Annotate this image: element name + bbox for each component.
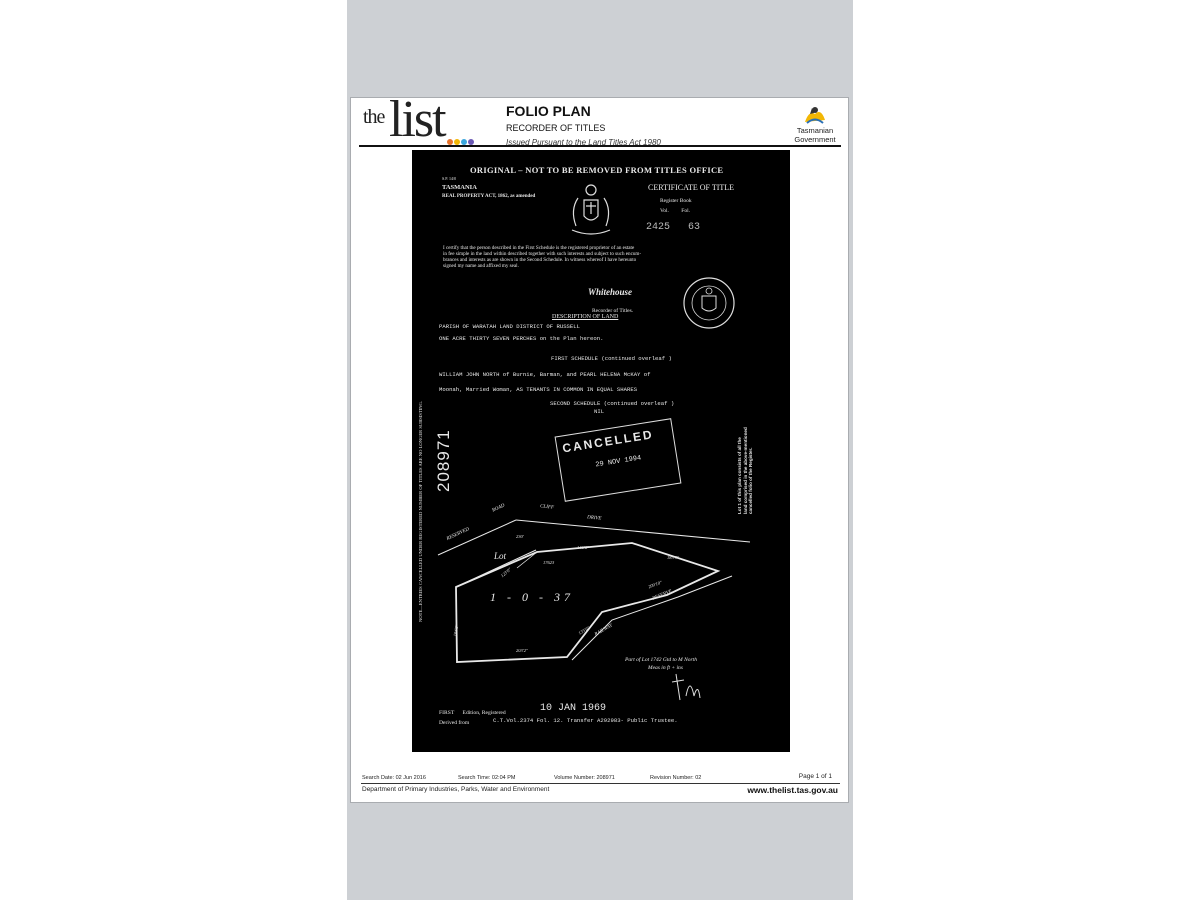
- logo-dots: [447, 139, 474, 145]
- volume-folio-number: 2425 63: [646, 222, 701, 233]
- gov-logo-line-1: Tasmanian: [796, 126, 834, 135]
- logo-list-text: list: [389, 91, 447, 148]
- plan-dimension: 146'6": [577, 545, 589, 550]
- plan-lot-area: 1 - 0 - 37: [490, 590, 574, 604]
- first-schedule-heading: FIRST SCHEDULE (continued overleaf ): [551, 355, 672, 362]
- gov-logo-line-2: Government: [794, 135, 836, 144]
- page-header: the list FOLIO PLAN RECORDER OF TITLES I…: [351, 94, 848, 150]
- certification-line: signed my name and affixed my seal.: [443, 263, 519, 269]
- second-schedule-heading: SECOND SCHEDULE (continued overleaf ): [550, 400, 675, 407]
- footer-rule: [361, 783, 840, 784]
- vol-fol-label: Vol. Fol.: [660, 208, 691, 214]
- certificate-of-title-heading: CERTIFICATE OF TITLE: [648, 183, 735, 192]
- derived-from-detail: C.T.Vol.2374 Fol. 12. Transfer A292983- …: [493, 717, 678, 724]
- logo-dot-orange: [447, 139, 453, 145]
- tasmanian-government-logo: Tasmanian Government: [787, 104, 843, 146]
- original-warning: ORIGINAL – NOT TO BE REMOVED FROM TITLES…: [470, 165, 724, 175]
- plan-cliff-drive-line: [515, 519, 751, 543]
- recorder-seal-icon: [683, 277, 735, 329]
- search-date: Search Date: 02 Jun 2016: [362, 775, 426, 781]
- logo-dot-yellow: [454, 139, 460, 145]
- registered-proprietors-line-2: Moonah, Married Woman, AS TENANTS IN COM…: [439, 386, 638, 393]
- certification-line: I certify that the person described in t…: [443, 245, 635, 251]
- derived-from-label: Derived from: [439, 720, 470, 726]
- edition-registered: FIRST Edition, Registered: [439, 710, 506, 716]
- document-subtitle: RECORDER OF TITLES: [506, 123, 606, 133]
- property-act: REAL PROPERTY ACT, 1862, as amended: [442, 194, 536, 199]
- document-title: FOLIO PLAN: [506, 103, 591, 119]
- registered-proprietors-line-1: WILLIAM JOHN NORTH of Burnie, Barman, an…: [439, 371, 651, 378]
- state-name: TASMANIA: [442, 184, 477, 191]
- register-book-label: Register Book: [660, 198, 692, 204]
- edition-date: 10 JAN 1969: [540, 703, 607, 714]
- document-act: Issued Pursuant to the Land Titles Act 1…: [506, 138, 661, 147]
- plan-dimension-line: [516, 551, 538, 569]
- page-number: Page 1 of 1: [798, 773, 832, 780]
- parish-description: PARISH OF WARATAH LAND DISTRICT OF RUSSE…: [439, 323, 580, 330]
- certification-text: I certify that the person described in t…: [443, 245, 641, 269]
- header-rule: [359, 145, 841, 147]
- the-list-logo: the list: [361, 94, 474, 148]
- lot-boundary: [455, 542, 721, 663]
- website-link[interactable]: www.thelist.tas.gov.au: [747, 785, 838, 795]
- logo-dot-purple: [468, 139, 474, 145]
- land-area-description: ONE ACRE THIRTY SEVEN PERCHES on the Pla…: [439, 335, 604, 342]
- logo-the-text: the: [363, 106, 385, 128]
- revision-number: Revision Number: 02: [650, 775, 702, 781]
- tasmanian-crest-icon: [805, 107, 825, 124]
- lot-plan-drawing: [437, 519, 751, 663]
- document-page: the list FOLIO PLAN RECORDER OF TITLES I…: [350, 94, 849, 804]
- second-schedule-nil: NIL: [594, 408, 605, 415]
- logo-dot-blue: [461, 139, 467, 145]
- plan-dimension: 203'2": [516, 648, 528, 653]
- plan-dimension: 183'9": [667, 555, 679, 560]
- description-of-land-heading: DESCRIPTION OF LAND: [552, 314, 619, 320]
- plan-note-line-2: Meas in ft + ins: [648, 665, 683, 671]
- certification-line: in fee simple in the land within describ…: [443, 251, 642, 257]
- plan-dimension: 17623: [543, 560, 555, 565]
- form-number: S.P. 14/0: [442, 176, 457, 181]
- volume-number: Volume Number: 208971: [554, 775, 615, 781]
- scanned-certificate-of-title: ORIGINAL – NOT TO BE REMOVED FROM TITLES…: [412, 150, 790, 752]
- search-time: Search Time: 02:04 PM: [458, 775, 516, 781]
- plan-dimension: 230': [516, 534, 524, 539]
- plan-note-line-1: Part of Lot 1742 Gtd to M North: [625, 657, 697, 663]
- recorder-signature: Whitehouse: [588, 287, 633, 297]
- certification-line: brances and interests as are shown in th…: [443, 257, 637, 263]
- north-arrow-icon: [671, 673, 701, 701]
- railway-reserve-line: [571, 575, 733, 661]
- plan-reserved-road-line: [437, 519, 517, 556]
- department-name: Department of Primary Industries, Parks,…: [362, 786, 550, 793]
- royal-coat-of-arms-icon: [571, 184, 611, 235]
- plan-lot-label: Lot: [494, 551, 507, 561]
- recorder-of-titles-label: Recorder of Titles.: [592, 308, 634, 314]
- page-footer: Search Date: 02 Jun 2016 Search Time: 02…: [351, 768, 848, 804]
